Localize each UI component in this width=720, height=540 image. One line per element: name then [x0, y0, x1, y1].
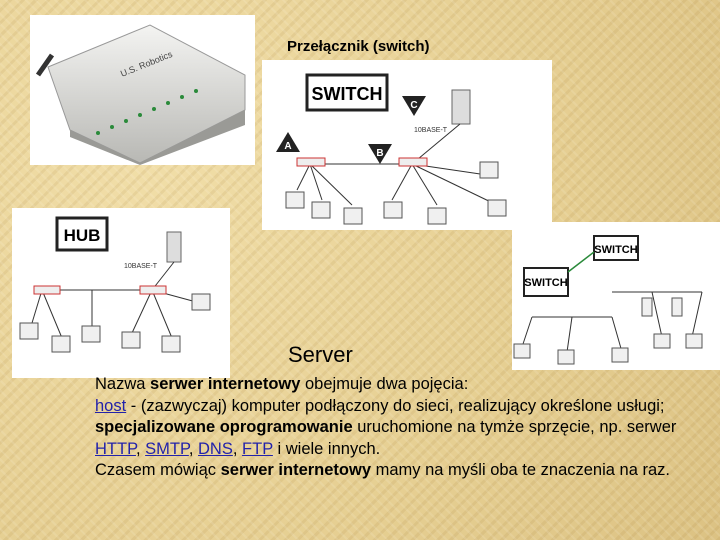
term-serwer-internetowy-2: serwer internetowy	[220, 461, 372, 479]
svg-text:C: C	[410, 100, 417, 111]
tag-10base: 10BASE-T	[414, 127, 448, 134]
badge-c-icon	[402, 96, 426, 116]
computer-icons	[513, 297, 703, 365]
server-heading: Server	[288, 342, 353, 367]
smtp-link[interactable]: SMTP	[145, 439, 189, 458]
http-link[interactable]: HTTP	[95, 439, 136, 458]
svg-text:10BASE-T: 10BASE-T	[124, 263, 158, 270]
hub-diagram: HUB 10BASE-T	[12, 208, 230, 378]
switch-device-photo: U.S. Robotics	[30, 15, 255, 165]
switch-logo: SWITCH	[312, 84, 383, 104]
server-tower-icon	[166, 231, 182, 263]
server-description: Nazwa serwer internetowy obejmuje dwa po…	[95, 375, 677, 479]
svg-text:A: A	[284, 141, 291, 152]
term-serwer-internetowy: serwer internetowy	[150, 375, 301, 393]
server-tower-icon	[451, 89, 471, 125]
switch-network-diagram: SWITCH C A B 10BASE-T	[276, 73, 507, 225]
switch-device-a	[296, 157, 326, 167]
switch-logo-top: SWITCH	[594, 244, 637, 256]
dns-link[interactable]: DNS	[198, 439, 233, 458]
ftp-link[interactable]: FTP	[242, 439, 273, 458]
badge-a-icon	[276, 132, 300, 152]
computer-icons	[285, 161, 507, 225]
computer-icons	[19, 293, 211, 353]
hub-network-diagram: HUB 10BASE-T	[19, 216, 211, 353]
switch-device-image: U.S. Robotics	[35, 24, 246, 165]
switch-cascade-diagram: SWITCH SWITCH	[512, 222, 720, 370]
svg-text:B: B	[376, 148, 383, 159]
switch-title: Przełącznik (switch)	[287, 38, 430, 55]
hub-device	[139, 285, 167, 295]
switch-device-b	[398, 157, 428, 167]
hub-device	[33, 285, 61, 295]
host-link[interactable]: host	[95, 396, 127, 415]
hub-logo: HUB	[64, 226, 101, 245]
badge-b-icon	[368, 144, 392, 164]
switch-cascade-network-diagram: SWITCH SWITCH	[513, 235, 703, 365]
switch-diagram: SWITCH C A B 10BASE-T	[262, 60, 552, 230]
switch-logo-bottom: SWITCH	[524, 277, 567, 289]
term-specjalizowane-oprogramowanie: specjalizowane oprogramowanie	[95, 418, 353, 436]
